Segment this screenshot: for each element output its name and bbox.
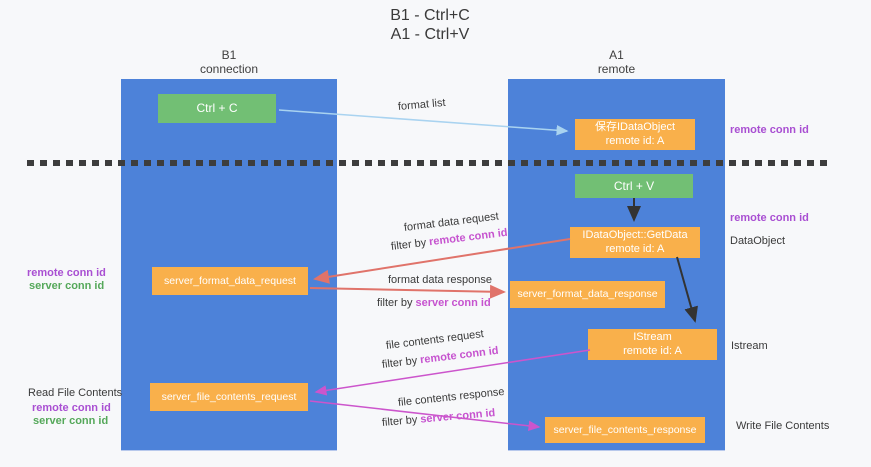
save-idataobject-line1: 保存IDataObject bbox=[594, 121, 676, 133]
column-b1-role: connection bbox=[199, 62, 259, 76]
title-line-1: B1 - Ctrl+C bbox=[390, 7, 470, 24]
diagram-title: B1 - Ctrl+C A1 - Ctrl+V bbox=[0, 6, 860, 44]
save-idataobject-box: 保存IDataObject remote id: A bbox=[575, 119, 695, 150]
dataobject-label: DataObject bbox=[730, 235, 786, 247]
idataobject-getdata-box: IDataObject::GetData remote id: A bbox=[570, 227, 700, 258]
column-a1-role: remote bbox=[597, 62, 636, 76]
server-file-contents-request-box: server_file_contents_request bbox=[150, 383, 308, 411]
ctrl-v-label: Ctrl + V bbox=[613, 179, 655, 193]
left-server-conn-id-2: server conn id bbox=[33, 415, 109, 427]
column-header-a1: A1 remote bbox=[508, 48, 725, 76]
server-file-contents-response-label: server_file_contents_response bbox=[553, 424, 697, 436]
remote-conn-id-text: remote conn id bbox=[419, 344, 500, 367]
ctrl-v-box: Ctrl + V bbox=[575, 174, 693, 198]
server-file-contents-request-label: server_file_contents_request bbox=[161, 391, 297, 403]
getdata-line1: IDataObject::GetData bbox=[582, 229, 688, 241]
column-a1-name: A1 bbox=[609, 48, 624, 62]
server-conn-id-text: server conn id bbox=[419, 407, 496, 426]
clipboard-boundary-dashed-line bbox=[27, 160, 830, 166]
istream-side-label: Istream bbox=[731, 340, 768, 352]
column-b1-name: B1 bbox=[221, 48, 237, 62]
server-format-data-request-label: server_format_data_request bbox=[164, 275, 296, 287]
server-conn-id-text: server conn id bbox=[415, 297, 491, 309]
server-format-data-request-box: server_format_data_request bbox=[152, 267, 308, 295]
filter-by-text: filter by bbox=[381, 413, 418, 429]
write-file-contents-label: Write File Contents bbox=[736, 420, 830, 432]
ctrl-c-label: Ctrl + C bbox=[196, 101, 238, 115]
left-remote-conn-id-1: remote conn id bbox=[27, 267, 106, 279]
left-server-conn-id-1: server conn id bbox=[29, 280, 105, 292]
getdata-line2: remote id: A bbox=[605, 243, 665, 255]
column-header-b1: B1 connection bbox=[121, 48, 337, 76]
server-file-contents-response-box: server_file_contents_response bbox=[545, 417, 705, 443]
filter-by-text: filter by bbox=[377, 297, 413, 309]
istream-line1: IStream bbox=[633, 331, 672, 343]
right-remote-conn-id-1: remote conn id bbox=[730, 124, 809, 136]
left-remote-conn-id-2: remote conn id bbox=[32, 402, 111, 414]
remote-conn-id-text: remote conn id bbox=[428, 226, 509, 249]
istream-box: IStream remote id: A bbox=[588, 329, 717, 360]
save-idataobject-line2: remote id: A bbox=[605, 135, 665, 147]
filter-by-text: filter by bbox=[381, 354, 418, 371]
right-remote-conn-id-2: remote conn id bbox=[730, 212, 809, 224]
format-list-label: format list bbox=[397, 96, 447, 113]
ctrl-c-box: Ctrl + C bbox=[158, 94, 276, 123]
arrow-format-data-response bbox=[309, 284, 506, 299]
format-data-response-label: format data response bbox=[388, 274, 492, 286]
title-line-2: A1 - Ctrl+V bbox=[390, 26, 470, 43]
file-contents-response-label: file contents response bbox=[397, 385, 506, 409]
server-format-data-response-box: server_format_data_response bbox=[510, 281, 665, 308]
istream-line2: remote id: A bbox=[623, 345, 682, 357]
server-format-data-response-label: server_format_data_response bbox=[517, 288, 658, 300]
read-file-contents-label: Read File Contents bbox=[28, 387, 123, 399]
filter-by-text: filter by bbox=[390, 236, 427, 253]
